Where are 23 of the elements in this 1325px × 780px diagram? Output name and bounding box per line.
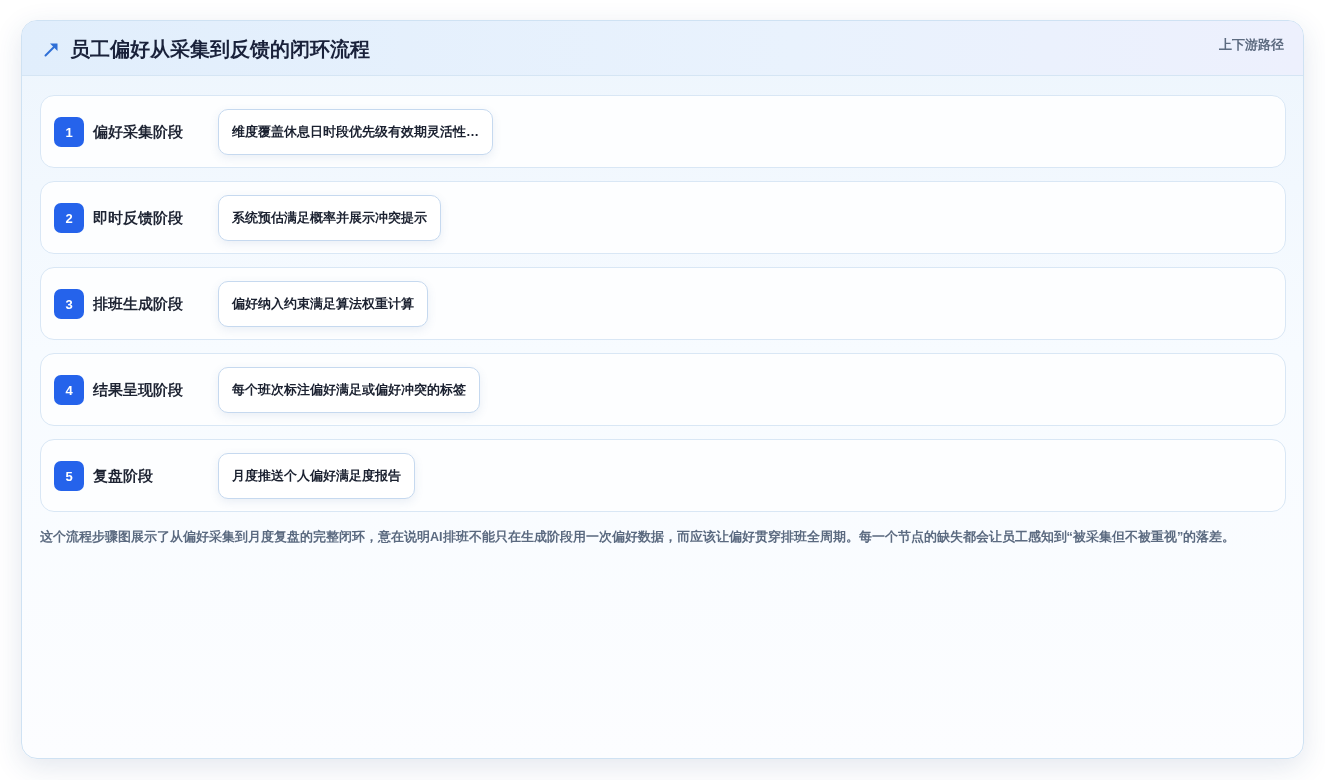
caption: 这个流程步骤图展示了从偏好采集到月度复盘的完整闭环，意在说明AI排班不能只在生成阶段用一次偏好数据，而应该让偏好贯穿排班全周期。每一个节点的缺失都会让员工感知到“被采集但不被重视”的落差。: [40, 528, 1237, 546]
stage-row: [40, 439, 1286, 512]
title: 员工偏好从采集到反馈的闭环流程: [70, 37, 370, 62]
number-badge: 4: [54, 375, 84, 405]
stage-name: 即时反馈阶段: [93, 209, 183, 228]
detail-box: 每个班次标注偏好满足或偏好冲突的标签: [218, 367, 480, 413]
stage-row: [40, 95, 1286, 168]
stage-row: [40, 267, 1286, 340]
detail-box: 系统预估满足概率并展示冲突提示: [218, 195, 441, 241]
stage-row: [40, 353, 1286, 426]
detail-box: 维度覆盖休息日时段优先级有效期灵活性…: [218, 109, 493, 155]
stage-name: 排班生成阶段: [93, 295, 183, 314]
stage-name: 结果呈现阶段: [93, 381, 183, 400]
stage-row: [40, 181, 1286, 254]
stage-name: 偏好采集阶段: [93, 123, 183, 142]
number-badge: 1: [54, 117, 84, 147]
stage-name: 复盘阶段: [93, 467, 153, 486]
number-badge: 2: [54, 203, 84, 233]
number-badge: 3: [54, 289, 84, 319]
detail-box: 偏好纳入约束满足算法权重计算: [218, 281, 428, 327]
path-label: 上下游路径: [1219, 36, 1284, 54]
number-badge: 5: [54, 461, 84, 491]
detail-box: 月度推送个人偏好满足度报告: [218, 453, 415, 499]
